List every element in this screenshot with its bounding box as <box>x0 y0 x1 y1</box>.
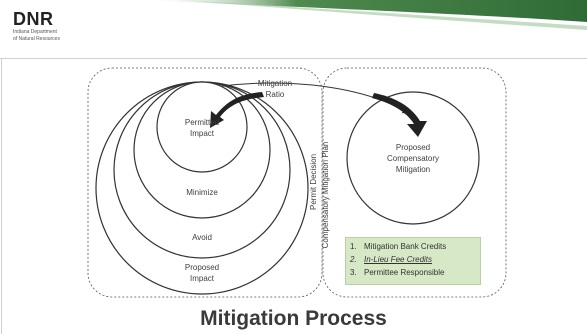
option-label-2[interactable]: In-Lieu Fee Credits <box>364 255 433 264</box>
page-title: Mitigation Process <box>200 307 387 330</box>
logo-subtitle-2: of Natural Resources <box>13 36 60 42</box>
proposed-comp-label-3: Mitigation <box>396 165 430 174</box>
permitted-impact-label-1: Permitted <box>185 118 219 127</box>
minimize-label: Minimize <box>186 188 218 197</box>
compensatory-plan-label: Compensatory Mitigation Plan <box>321 142 330 249</box>
logo-text: DNR <box>13 9 54 29</box>
option-number-2: 2. <box>350 255 357 264</box>
mitigation-options-box: 1. Mitigation Bank Credits 2. In-Lieu Fee … <box>345 237 481 285</box>
impact-group-box <box>87 67 323 298</box>
option-item-3: 3. Permittee Responsible <box>350 268 444 277</box>
mitigation-ratio-label-2: Ratio <box>266 90 285 99</box>
proposed-impact-label-1: Proposed <box>185 263 219 272</box>
slide-frame <box>1 59 587 334</box>
compensatory-mitigation-circle <box>346 91 480 225</box>
mitigation-ratio-label-1: Mitigation <box>258 79 292 88</box>
dnr-logo: DNR Indiana Department of Natural Resour… <box>13 10 60 42</box>
ratio-thick-arrow-left <box>210 92 264 128</box>
proposed-comp-label-2: Compensatory <box>387 154 439 163</box>
header-divider <box>0 58 587 59</box>
proposed-impact-label-2: Impact <box>190 274 215 283</box>
option-number-1: 1. <box>350 242 357 251</box>
option-item-1: 1. Mitigation Bank Credits <box>350 242 446 251</box>
option-item-2: 2. In-Lieu Fee Credits <box>350 255 432 264</box>
logo-subtitle-1: Indiana Department <box>13 29 57 35</box>
header: DNR Indiana Department of Natural Resour… <box>0 0 587 52</box>
option-label-3: Permittee Responsible <box>364 268 445 277</box>
compensation-group-box <box>322 67 507 298</box>
ratio-thick-arrow-right <box>372 93 427 137</box>
permitted-impact-label-2: Impact <box>190 129 215 138</box>
permit-decision-label: Permit Decision <box>309 154 318 210</box>
option-label-1: Mitigation Bank Credits <box>364 242 447 251</box>
header-swoosh <box>140 0 587 30</box>
option-number-3: 3. <box>350 268 357 277</box>
avoid-label: Avoid <box>192 233 212 242</box>
permitted-impact-circle <box>156 81 248 173</box>
proposed-comp-label-1: Proposed <box>396 143 430 152</box>
